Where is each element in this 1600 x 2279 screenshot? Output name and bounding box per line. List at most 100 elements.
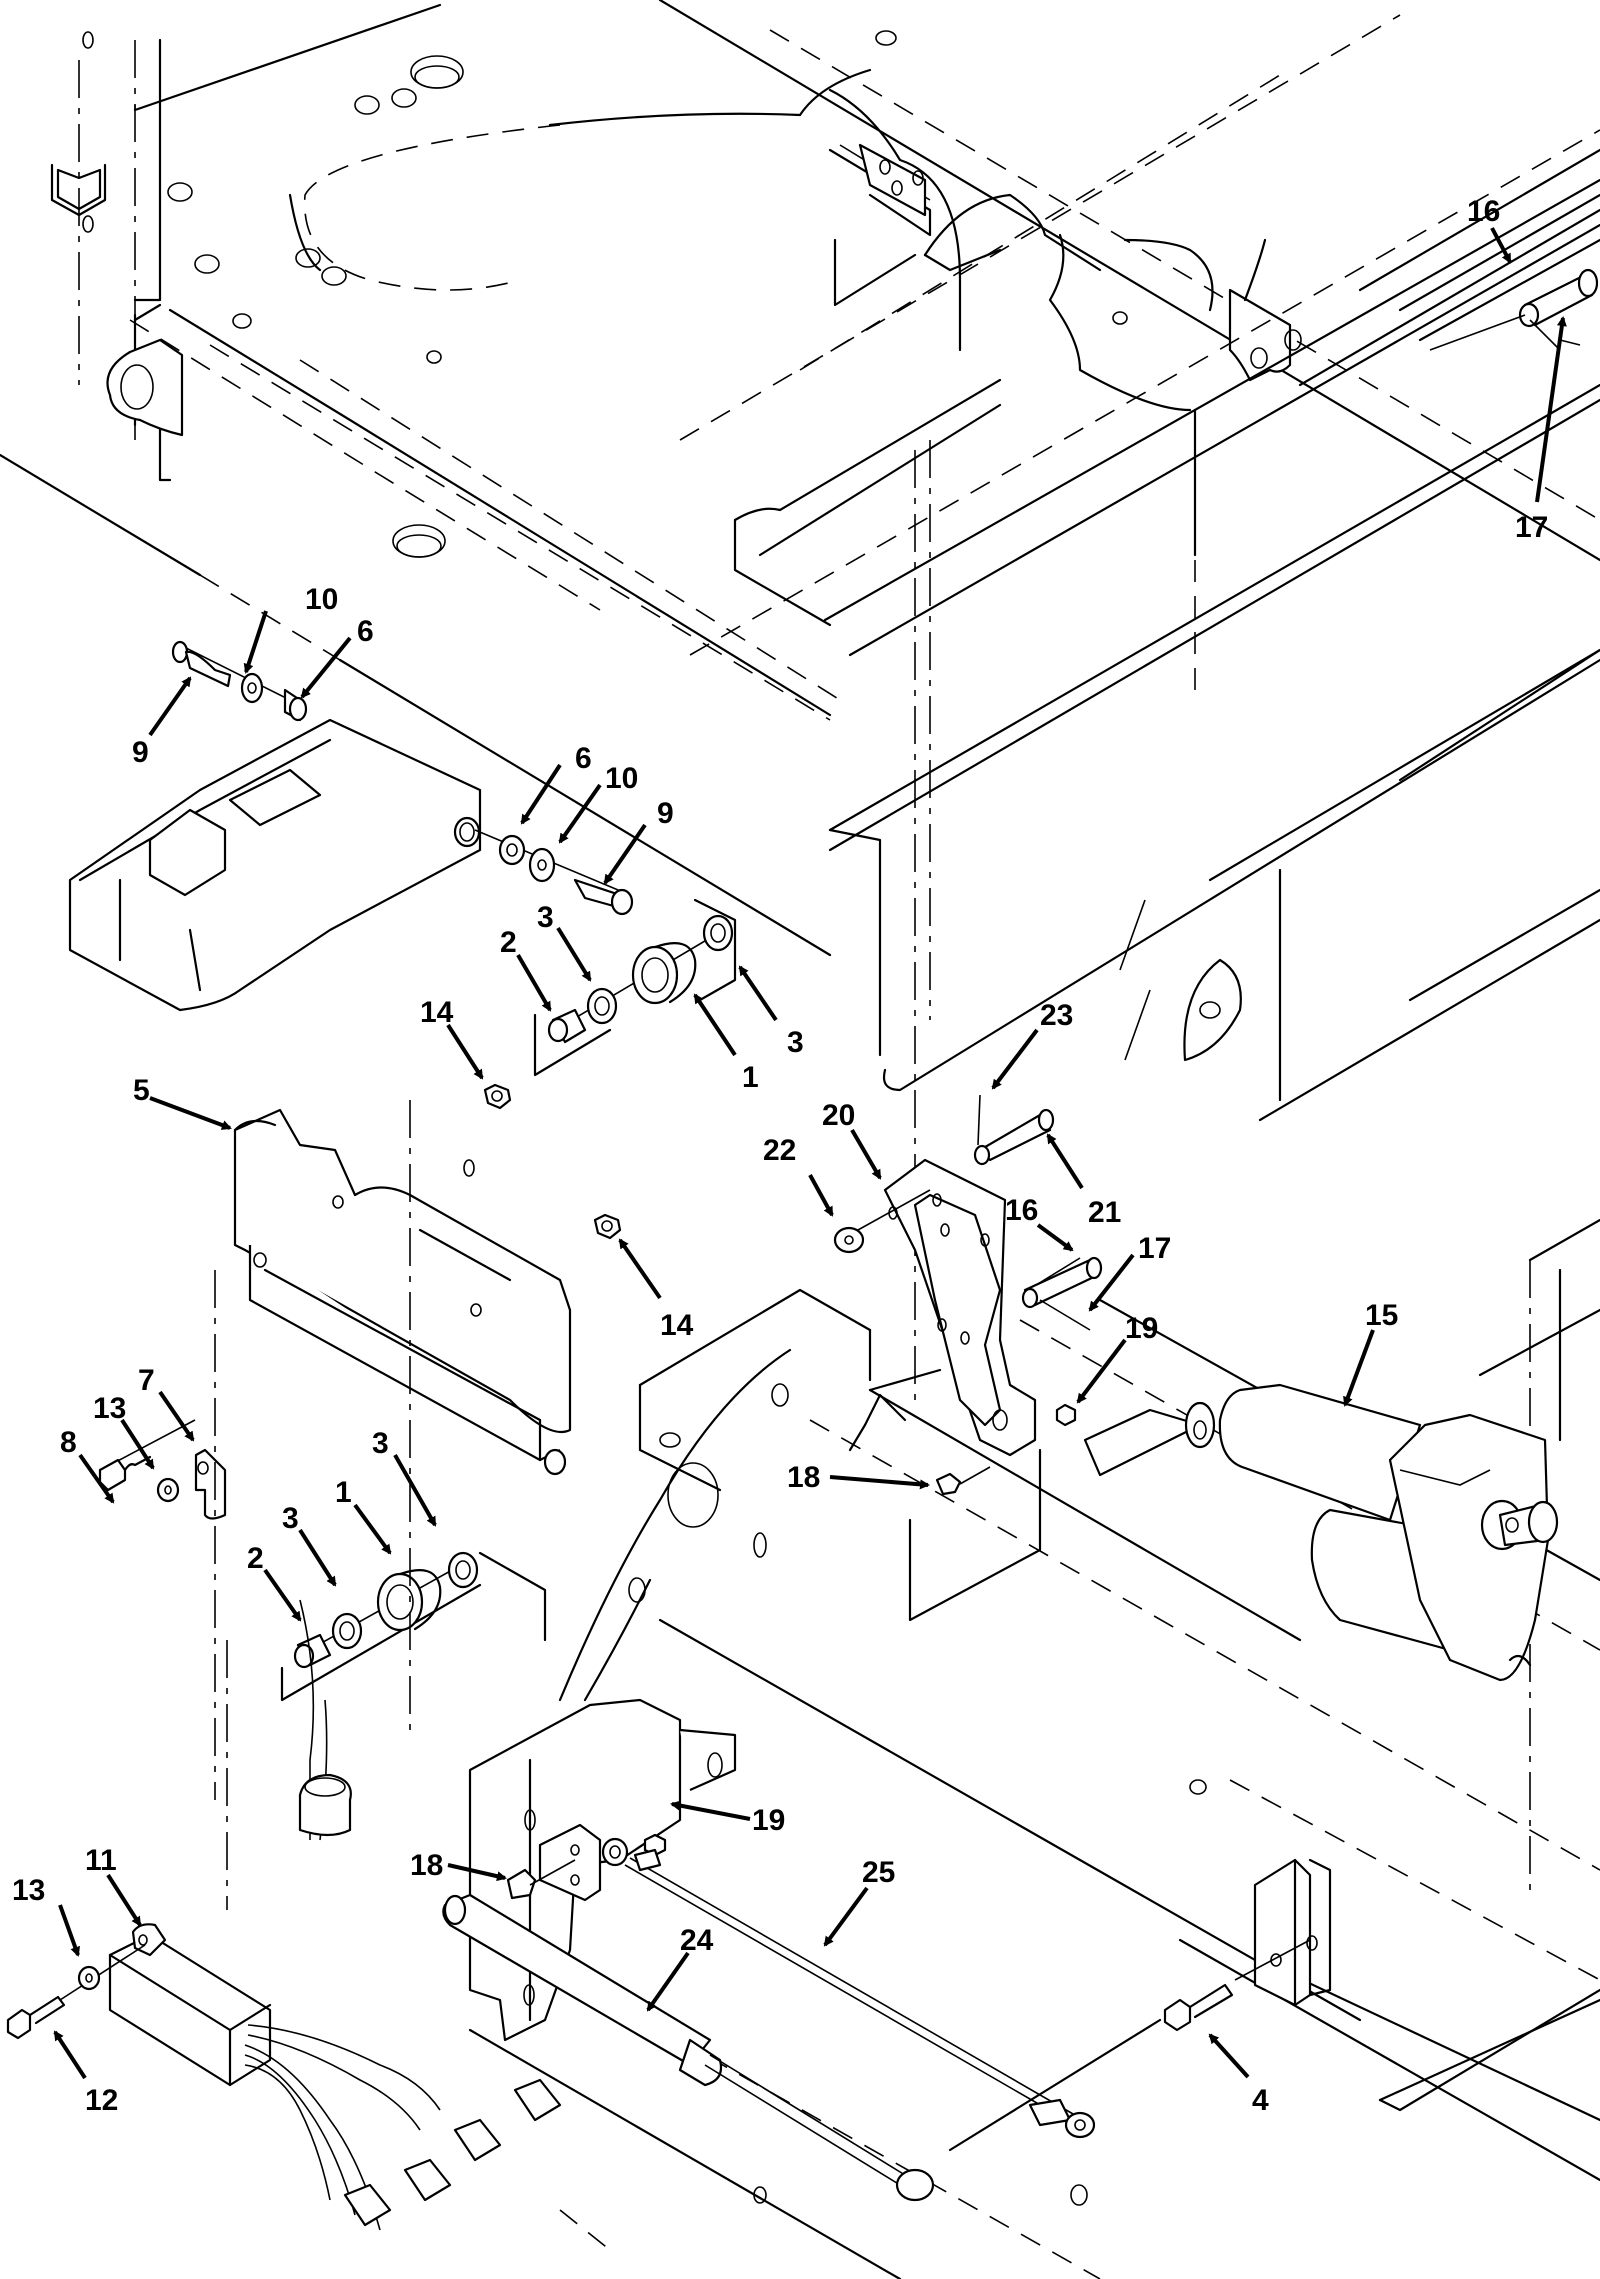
lower-roller-group	[214, 1100, 547, 1800]
callout-label: 11	[85, 1844, 117, 1877]
gas-spring-24	[442, 1893, 935, 2202]
upper-left-fasteners	[171, 640, 308, 722]
bracket-assembly-5	[233, 1108, 572, 1476]
clamp-hardware	[98, 1419, 227, 1520]
leader-c21	[1046, 1133, 1084, 1190]
upper-right-fasteners	[474, 829, 634, 916]
callout-label: 9	[132, 736, 149, 769]
callout-label: 13	[93, 1392, 126, 1425]
callout-label: 16	[1005, 1194, 1038, 1227]
top-clevis-pin-assembly	[1429, 268, 1599, 351]
leader-c13a	[120, 1418, 155, 1470]
leader-c18a	[829, 1475, 930, 1490]
cable-25	[624, 1848, 1096, 2139]
leader-c19b	[670, 1800, 751, 1821]
leader-c13b	[58, 1904, 80, 1957]
leader-c25	[823, 1886, 869, 1947]
lift-plate	[558, 1288, 942, 1702]
leader-c3c	[393, 1454, 437, 1527]
linear-actuator-15	[1083, 1218, 1600, 1682]
leader-c4	[1208, 2033, 1250, 2079]
leader-c1b	[353, 1503, 392, 1555]
callout-label: 10	[305, 583, 338, 616]
leader-c3a	[556, 926, 592, 982]
lower-right-bolt-4	[1163, 1939, 1311, 2032]
leader-c9b	[603, 823, 647, 885]
callout-label: 17	[1515, 511, 1548, 544]
callout-label: 23	[1040, 999, 1073, 1032]
leader-c2a	[516, 953, 552, 1012]
leader-c5	[149, 1096, 232, 1130]
callout-label: 10	[605, 762, 638, 795]
leader-c12	[53, 2030, 87, 2080]
callout-label: 6	[357, 615, 374, 648]
callout-label: 24	[680, 1924, 714, 1957]
callout-label: 3	[372, 1427, 389, 1460]
leader-c3d	[298, 1528, 337, 1587]
callout-label: 18	[410, 1849, 443, 1882]
leader-c6b	[520, 763, 562, 825]
hex-nuts	[483, 1083, 622, 1240]
upper-carriage	[68, 718, 482, 1012]
callout-label: 4	[1252, 2084, 1269, 2117]
callout-labels: 16 17 10 6 9 6 10 9 3 2 1 3 14 5 14 23 2…	[12, 195, 1548, 2117]
callout-label: 12	[85, 2084, 118, 2117]
leader-c20	[850, 1128, 882, 1180]
callout-label: 22	[763, 1134, 796, 1167]
leader-c9a	[148, 676, 192, 737]
callout-label: 16	[1467, 195, 1500, 228]
leader-c18b	[447, 1863, 507, 1882]
leader-c11	[106, 1873, 142, 1927]
callout-label: 13	[12, 1874, 45, 1907]
pivot-bracket-20	[833, 1094, 1103, 1622]
leader-c19a	[1076, 1338, 1127, 1404]
leader-c6a	[300, 636, 352, 699]
upper-roller-group	[533, 898, 737, 1077]
callout-label: 9	[657, 797, 674, 830]
leader-c14b	[618, 1238, 662, 1300]
leader-c10b	[558, 783, 602, 844]
switch-box-11	[108, 1599, 562, 2231]
callout-label: 3	[787, 1026, 804, 1059]
callout-label: 1	[742, 1061, 759, 1094]
callout-label: 5	[133, 1074, 150, 1107]
leader-c16a	[1490, 227, 1512, 264]
callout-label: 3	[282, 1502, 299, 1535]
callout-label: 19	[1125, 1312, 1158, 1345]
callout-label: 15	[1365, 1299, 1398, 1332]
leader-c14a	[446, 1023, 484, 1080]
leader-c3b	[738, 965, 778, 1022]
callout-label: 21	[1088, 1196, 1121, 1229]
callout-arrows	[53, 227, 1567, 2080]
callout-label: 18	[787, 1461, 820, 1494]
connector	[513, 2078, 562, 2122]
leader-c24	[646, 1951, 690, 2012]
callout-label: 1	[335, 1476, 352, 1509]
leader-c17b	[1088, 1253, 1135, 1312]
leader-c2b	[263, 1568, 302, 1622]
leader-c23	[991, 1028, 1039, 1090]
leader-c1a	[693, 993, 737, 1057]
callout-label: 2	[247, 1542, 264, 1575]
callout-label: 20	[822, 1099, 855, 1132]
mount-bracket	[1253, 1858, 1312, 2007]
leader-c16b	[1036, 1223, 1074, 1252]
callout-label: 14	[420, 996, 454, 1029]
leader-c15	[1343, 1329, 1375, 1407]
callout-label: 8	[60, 1426, 77, 1459]
callout-label: 25	[862, 1856, 895, 1889]
callout-label: 3	[537, 901, 554, 934]
leader-c7	[158, 1390, 195, 1442]
leader-c10a	[243, 610, 268, 674]
callout-label: 19	[752, 1804, 785, 1837]
leader-c8	[78, 1453, 115, 1504]
callout-label: 7	[138, 1364, 155, 1397]
frame-lug	[106, 338, 184, 437]
callout-label: 6	[575, 742, 592, 775]
leader-c22	[808, 1174, 834, 1217]
callout-label: 17	[1138, 1232, 1171, 1265]
frame-hinge	[1228, 288, 1292, 382]
leader-c17a	[1535, 316, 1567, 503]
